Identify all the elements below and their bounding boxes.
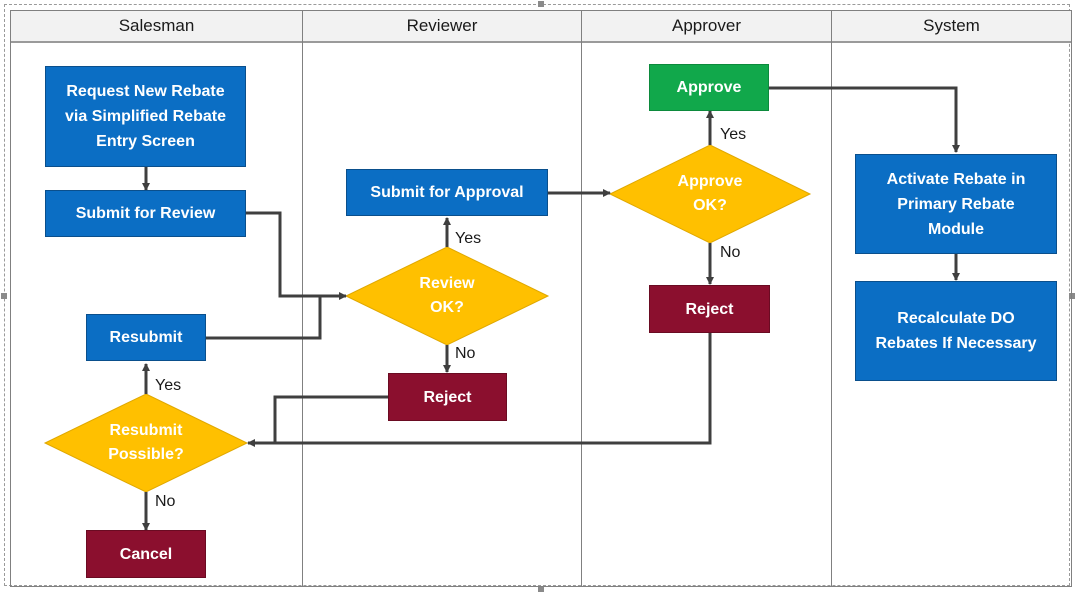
submit-for-review-box: Submit for Review bbox=[45, 190, 246, 237]
resubmit-yes-label: Yes bbox=[155, 377, 182, 394]
connector bbox=[769, 86, 960, 153]
request-new-rebate-box: Request New Rebate via Simplified Rebate… bbox=[45, 66, 246, 167]
resubmit-no-label: No bbox=[155, 493, 176, 510]
resize-handle-bottom[interactable] bbox=[538, 586, 544, 592]
reviewer-reject-box: Reject bbox=[388, 373, 507, 421]
approve-no-label: No bbox=[720, 244, 741, 261]
resubmit-possible-label: Resubmit Possible? bbox=[108, 422, 184, 463]
lane-divider bbox=[302, 10, 303, 587]
activate-rebate-box: Activate Rebate in Primary Rebate Module bbox=[855, 154, 1057, 254]
resize-handle-left[interactable] bbox=[1, 293, 7, 299]
approve-box: Approve bbox=[649, 64, 769, 111]
lane-header-salesman: Salesman bbox=[11, 11, 302, 43]
cancel-box: Cancel bbox=[86, 530, 206, 578]
lane-header-reviewer: Reviewer bbox=[303, 11, 581, 43]
submit-for-approval-box: Submit for Approval bbox=[346, 169, 548, 216]
approver-reject-box: Reject bbox=[649, 285, 770, 333]
resize-handle-top[interactable] bbox=[538, 1, 544, 7]
swimlane-table bbox=[10, 10, 1072, 587]
connector bbox=[273, 395, 388, 443]
review-ok-label: Review OK? bbox=[419, 275, 475, 316]
lane-divider bbox=[581, 10, 582, 587]
connector bbox=[247, 333, 712, 447]
approve-ok-label: Approve OK? bbox=[677, 173, 743, 214]
recalculate-do-box: Recalculate DO Rebates If Necessary bbox=[855, 281, 1057, 381]
lane-header-approver: Approver bbox=[582, 11, 831, 43]
lane-header-system: System bbox=[832, 11, 1071, 43]
resize-handle-right[interactable] bbox=[1069, 293, 1075, 299]
review-no-label: No bbox=[455, 345, 476, 362]
resubmit-box: Resubmit bbox=[86, 314, 206, 361]
connector bbox=[206, 296, 322, 340]
connector bbox=[246, 211, 347, 300]
review-yes-label: Yes bbox=[455, 230, 482, 247]
approve-yes-label: Yes bbox=[720, 126, 747, 143]
lane-divider bbox=[831, 10, 832, 587]
